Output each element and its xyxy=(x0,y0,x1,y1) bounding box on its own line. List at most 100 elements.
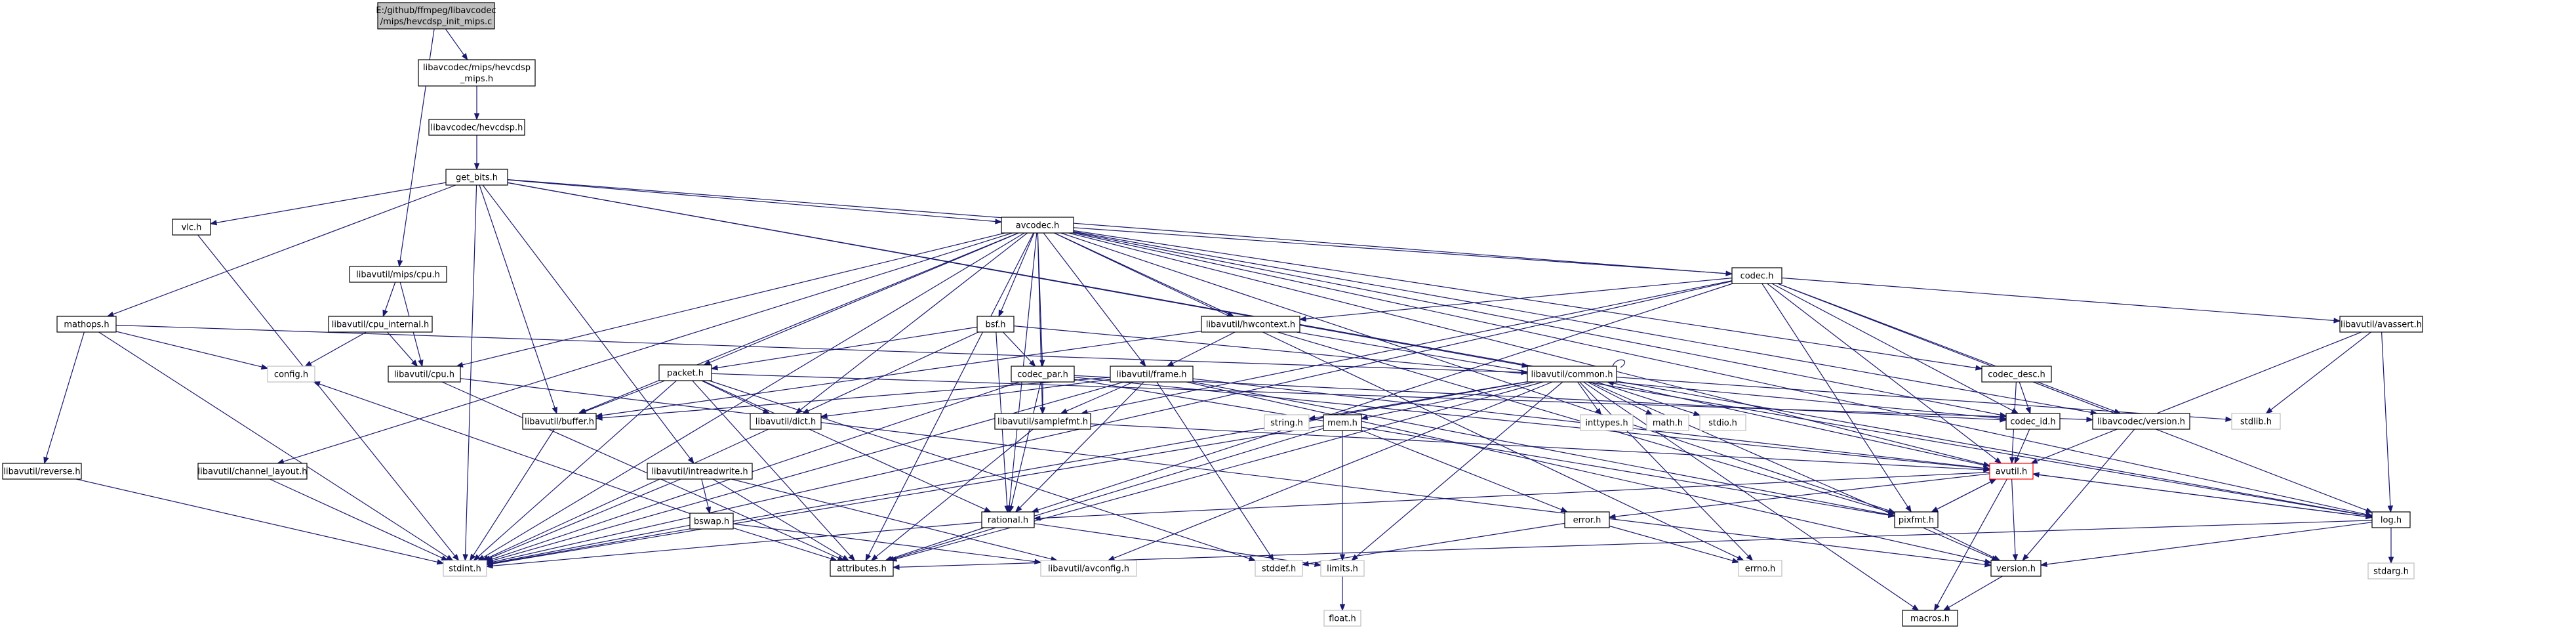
edge-avcodec-to-log xyxy=(1073,232,2367,515)
node-log[interactable]: log.h xyxy=(2371,511,2411,528)
node-config[interactable]: config.h xyxy=(267,366,315,383)
node-stdint[interactable]: stdint.h xyxy=(443,560,487,577)
node-samplefmt[interactable]: libavutil/samplefmt.h xyxy=(994,413,1091,430)
edge-mem-to-error xyxy=(1361,429,1562,511)
node-intreadwrite[interactable]: libavutil/intreadwrite.h xyxy=(647,463,753,480)
node-codec-desc[interactable]: codec_desc.h xyxy=(1981,366,2052,383)
edge-bswap-to-stdint xyxy=(492,524,691,564)
node-common[interactable]: libavutil/common.h xyxy=(1527,366,1617,383)
node-rational[interactable]: rational.h xyxy=(981,511,1035,528)
node-codec-par[interactable]: codec_par.h xyxy=(1011,366,1075,383)
edge-cpu_internal-to-cpu xyxy=(387,331,414,362)
edge-mips_cpu-to-cpu_internal xyxy=(384,282,396,311)
node-vlc[interactable]: vlc.h xyxy=(172,219,211,236)
edge-arrowhead xyxy=(687,456,694,465)
node-stddef[interactable]: stddef.h xyxy=(1255,560,1303,577)
edge-avcodec-to-packet xyxy=(709,232,1019,364)
node-bswap[interactable]: bswap.h xyxy=(689,513,734,530)
edge-arrowhead xyxy=(1942,604,1951,611)
edge-arrowhead xyxy=(2025,406,2031,415)
node-error[interactable]: error.h xyxy=(1564,511,1610,528)
node-box xyxy=(976,316,1015,333)
node-pixfmt[interactable]: pixfmt.h xyxy=(1894,511,1939,528)
edge-arrowhead xyxy=(1004,505,1010,513)
edge-arrowhead xyxy=(1308,415,1316,421)
node-avconfig[interactable]: libavutil/avconfig.h xyxy=(1040,560,1137,577)
edge-arrowhead xyxy=(1984,558,1992,564)
edge-buffer-to-stdint xyxy=(473,429,555,556)
edge-arrowhead xyxy=(1737,555,1744,561)
edge-get_bits-to-mathops xyxy=(113,184,456,315)
edge-packet-to-attributes xyxy=(692,380,851,557)
node-box xyxy=(1264,414,1310,431)
node-mem[interactable]: mem.h xyxy=(1323,414,1362,431)
edge-intreadwrite-to-bswap xyxy=(701,478,709,508)
node-label: float.h xyxy=(1329,614,1356,624)
node-stdarg[interactable]: stdarg.h xyxy=(2367,562,2415,579)
edge-arrowhead xyxy=(1912,604,1920,611)
edge-common-to-version_util xyxy=(1590,381,1993,558)
node-channel-layout[interactable]: libavutil/channel_layout.h xyxy=(197,463,308,480)
node-label: libavutil/dict.h xyxy=(755,417,816,427)
node-inttypes[interactable]: inttypes.h xyxy=(1580,414,1634,431)
node-limits[interactable]: limits.h xyxy=(1320,560,1365,577)
edge-arrowhead xyxy=(820,413,828,419)
edge-arrowhead xyxy=(2014,456,2020,465)
edge-avcodec-to-attributes xyxy=(868,232,1034,556)
node-bsf[interactable]: bsf.h xyxy=(976,316,1015,333)
node-string[interactable]: string.h xyxy=(1264,414,1310,431)
node-float[interactable]: float.h xyxy=(1323,610,1361,627)
edge-codec-to-hwcontext xyxy=(1305,278,1733,320)
node-label: mem.h xyxy=(1327,419,1358,429)
node-mathops[interactable]: mathops.h xyxy=(56,316,117,333)
edge-mathops-to-common xyxy=(115,324,1522,373)
node-packet[interactable]: packet.h xyxy=(658,364,712,381)
edge-get_bits-to-buffer xyxy=(479,184,555,408)
node-reverse[interactable]: libavutil/reverse.h xyxy=(2,463,82,480)
node-version-util[interactable]: version.h xyxy=(1990,560,2042,577)
edge-avcodec-to-frame xyxy=(1043,232,1142,362)
node-hwcontext[interactable]: libavutil/hwcontext.h xyxy=(1201,316,1300,333)
edge-codec-to-log xyxy=(1777,283,2367,511)
node-frame[interactable]: libavutil/frame.h xyxy=(1110,366,1194,383)
node-get-bits[interactable]: get_bits.h xyxy=(445,169,508,186)
node-attributes[interactable]: attributes.h xyxy=(830,560,894,577)
node-codec-id[interactable]: codec_id.h xyxy=(2005,413,2061,430)
edge-arrowhead xyxy=(477,555,485,561)
node-errno[interactable]: errno.h xyxy=(1738,560,1782,577)
node-version-codec[interactable]: libavcodec/version.h xyxy=(2092,413,2190,430)
node-stdio[interactable]: stdio.h xyxy=(1699,414,1746,431)
node-box xyxy=(443,560,487,577)
node-hevcdsp[interactable]: libavcodec/hevcdsp.h xyxy=(428,119,525,136)
edge-arrowhead xyxy=(795,407,803,414)
node-hevcdsp-mips[interactable]: libavcodec/mips/hevcdsp_mips.h xyxy=(418,59,536,87)
node-box xyxy=(2367,562,2415,579)
node-box xyxy=(689,513,734,530)
node-dict[interactable]: libavutil/dict.h xyxy=(750,413,822,430)
node-cpu[interactable]: libavutil/cpu.h xyxy=(388,366,461,383)
node-cpu-internal[interactable]: libavutil/cpu_internal.h xyxy=(328,316,433,333)
node-avassert[interactable]: libavutil/avassert.h xyxy=(2339,316,2423,333)
node-macros[interactable]: macros.h xyxy=(1902,610,1958,627)
edge-pixfmt-to-avutil xyxy=(1931,481,1991,513)
node-avutil[interactable]: avutil.h xyxy=(1989,463,2034,480)
node-box xyxy=(1040,560,1137,577)
node-box xyxy=(388,366,461,383)
edge-avcodec-to-codec_desc xyxy=(1073,230,1977,369)
edge-mem-to-attributes xyxy=(893,428,1324,559)
edge-mem-to-stdint xyxy=(492,425,1324,564)
edge-frame-to-version_util xyxy=(1186,381,1986,562)
node-codec[interactable]: codec.h xyxy=(1731,267,1782,284)
edge-avcodec-to-codec_id xyxy=(1073,232,2001,415)
node-buffer[interactable]: libavutil/buffer.h xyxy=(522,413,597,430)
edge-codec-to-version_codec xyxy=(1777,283,2116,412)
edge-packet-to-stdint xyxy=(477,380,677,557)
node-mips-cpu[interactable]: libavutil/mips/cpu.h xyxy=(349,266,447,283)
node-box xyxy=(2231,413,2281,430)
root-node[interactable]: E:/github/ffmpeg/libavcodec /mips/hevcds… xyxy=(376,2,496,30)
node-stdlib[interactable]: stdlib.h xyxy=(2231,413,2281,430)
edge-log-to-attributes xyxy=(898,520,2373,568)
node-avcodec[interactable]: avcodec.h xyxy=(1001,217,1074,234)
edge-arrowhead xyxy=(461,53,468,61)
node-math[interactable]: math.h xyxy=(1646,414,1689,431)
